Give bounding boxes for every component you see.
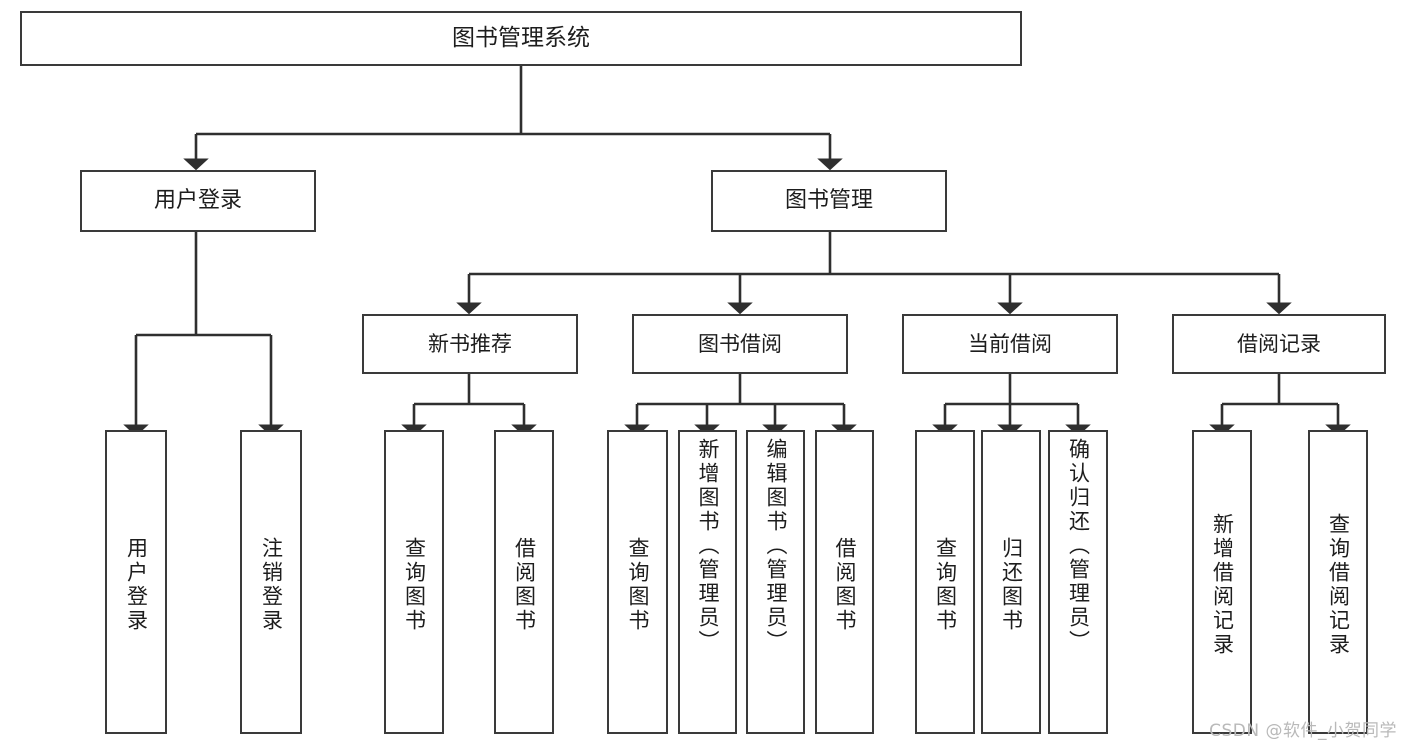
node-label: 新书推荐	[428, 331, 512, 356]
leaf-query-record[interactable]: 查询借阅记录	[1308, 430, 1368, 734]
node-current-borrow[interactable]: 当前借阅	[902, 314, 1118, 374]
node-label: 借阅记录	[1237, 331, 1321, 356]
leaf-borrow-book-2[interactable]: 借阅图书	[815, 430, 874, 734]
node-label: 用户登录	[153, 188, 242, 214]
node-label: 新增图书（管理员）	[696, 438, 720, 654]
node-label: 新增借阅记录	[1210, 513, 1235, 657]
leaf-edit-book[interactable]: 编辑图书（管理员）	[746, 430, 805, 734]
leaf-return-book[interactable]: 归还图书	[981, 430, 1041, 734]
node-label: 归还图书	[999, 537, 1024, 633]
watermark-text: CSDN @软件_小贺同学	[1209, 721, 1397, 741]
node-label: 查询图书	[402, 537, 427, 633]
node-book-management[interactable]: 图书管理	[711, 170, 947, 232]
node-label: 查询图书	[933, 537, 958, 633]
node-new-book-recommend[interactable]: 新书推荐	[362, 314, 578, 374]
leaf-borrow-book-1[interactable]: 借阅图书	[494, 430, 554, 734]
node-label: 借阅图书	[833, 537, 857, 633]
node-book-borrow[interactable]: 图书借阅	[632, 314, 848, 374]
node-label: 借阅图书	[512, 537, 537, 633]
node-label: 查询图书	[626, 537, 650, 633]
node-label: 用户登录	[124, 537, 149, 633]
node-label: 当前借阅	[968, 331, 1052, 356]
node-label: 确认归还（管理员）	[1066, 438, 1091, 654]
leaf-logout-login[interactable]: 注销登录	[240, 430, 302, 734]
leaf-confirm-return[interactable]: 确认归还（管理员）	[1048, 430, 1108, 734]
node-label: 图书管理系统	[452, 25, 590, 52]
node-label: 注销登录	[259, 537, 284, 633]
node-label: 编辑图书（管理员）	[764, 438, 788, 654]
node-label: 图书管理	[784, 188, 873, 214]
leaf-query-book-2[interactable]: 查询图书	[607, 430, 668, 734]
leaf-query-book-3[interactable]: 查询图书	[915, 430, 975, 734]
leaf-add-record[interactable]: 新增借阅记录	[1192, 430, 1252, 734]
node-book-management-system[interactable]: 图书管理系统	[20, 11, 1022, 66]
node-user-login[interactable]: 用户登录	[80, 170, 316, 232]
leaf-user-login[interactable]: 用户登录	[105, 430, 167, 734]
leaf-add-book[interactable]: 新增图书（管理员）	[678, 430, 737, 734]
node-label: 查询借阅记录	[1326, 513, 1351, 657]
node-borrow-record[interactable]: 借阅记录	[1172, 314, 1386, 374]
node-label: 图书借阅	[698, 331, 782, 356]
leaf-query-book-1[interactable]: 查询图书	[384, 430, 444, 734]
